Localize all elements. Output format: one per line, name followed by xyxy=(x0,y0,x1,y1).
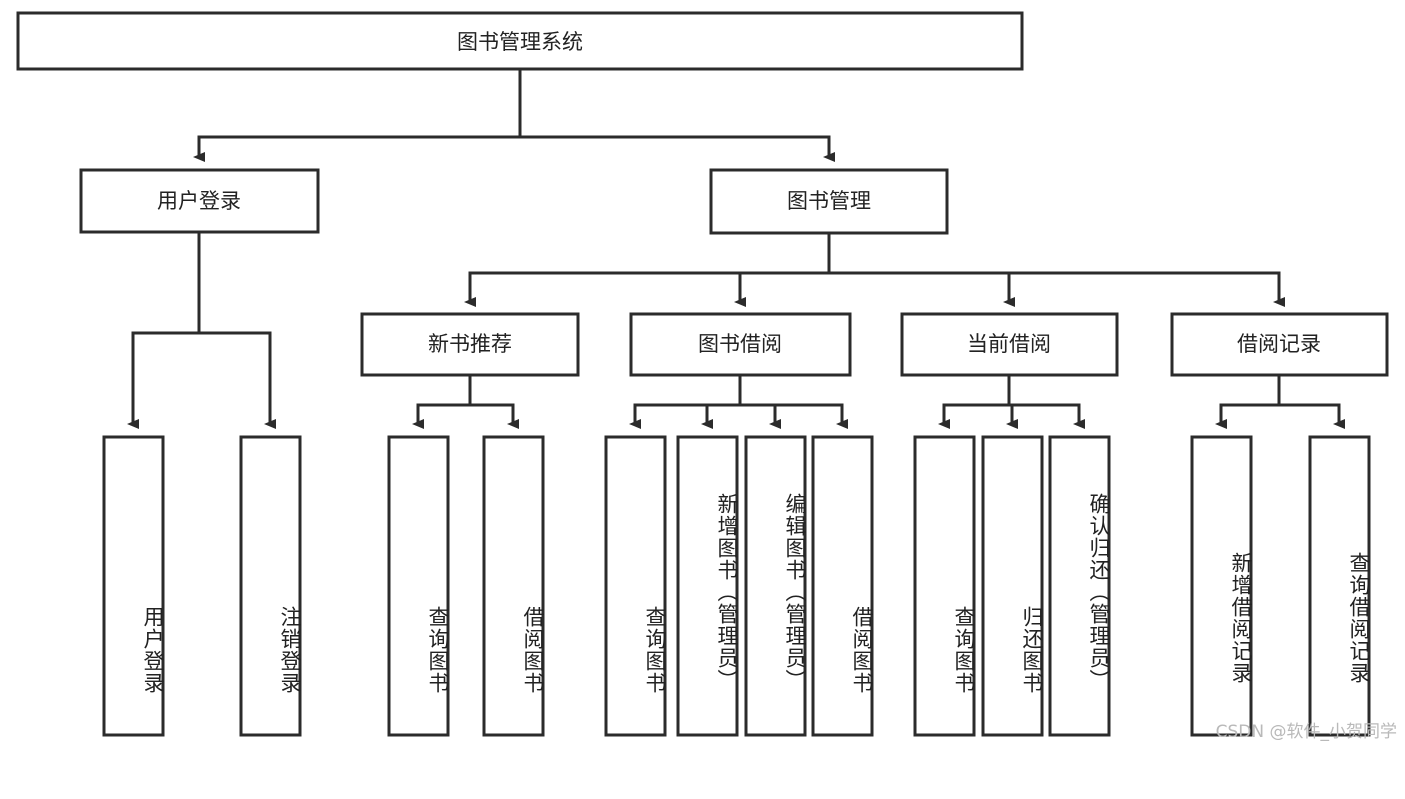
node-leaf-return-book-box[interactable] xyxy=(981,435,1044,737)
node-leaf-logout-box[interactable] xyxy=(239,435,302,737)
node-root[interactable]: 图书管理系统 xyxy=(16,11,1024,71)
node-current-borrow-label: 当前借阅 xyxy=(967,332,1051,356)
node-leaf-edit-book-box[interactable] xyxy=(744,435,807,737)
node-leaf-borrow-book-1-box[interactable] xyxy=(482,435,545,737)
node-current-borrow[interactable]: 当前借阅 xyxy=(900,312,1119,377)
node-new-book-rec[interactable]: 新书推荐 xyxy=(360,312,580,377)
node-book-manage[interactable]: 图书管理 xyxy=(709,168,949,235)
flowchart-diagram: 图书管理系统 用户登录 图书管理 新书推荐 图书借阅 当前借阅 借阅记录 xyxy=(16,11,1397,742)
node-book-borrow[interactable]: 图书借阅 xyxy=(629,312,852,377)
node-leaf-query-book-1-box[interactable] xyxy=(387,435,450,737)
node-leaf-add-book-box[interactable] xyxy=(676,435,739,737)
node-leaf-confirm-return-box[interactable] xyxy=(1048,435,1111,737)
node-root-label: 图书管理系统 xyxy=(457,30,583,54)
node-borrow-record-label: 借阅记录 xyxy=(1237,332,1321,356)
node-leaf-query-book-2-box[interactable] xyxy=(604,435,667,737)
node-user-login[interactable]: 用户登录 xyxy=(79,168,320,234)
node-leaf-add-record-box[interactable] xyxy=(1190,435,1253,737)
node-leaf-borrow-book-2-box[interactable] xyxy=(811,435,874,737)
node-user-login-box xyxy=(79,168,320,234)
node-borrow-record[interactable]: 借阅记录 xyxy=(1170,312,1389,377)
node-root-box xyxy=(16,11,1024,71)
node-new-book-rec-label: 新书推荐 xyxy=(428,332,512,356)
flowchart-canvas: 图书管理系统 用户登录 图书管理 新书推荐 图书借阅 当前借阅 借阅记录 xyxy=(16,11,1389,737)
leaf-node-group xyxy=(102,435,1371,737)
node-book-manage-box xyxy=(709,168,949,235)
node-new-book-rec-box xyxy=(360,312,580,377)
node-book-borrow-box xyxy=(629,312,852,377)
node-book-borrow-label: 图书借阅 xyxy=(698,332,782,356)
node-leaf-query-record-box[interactable] xyxy=(1308,435,1371,737)
node-current-borrow-box xyxy=(900,312,1119,377)
csdn-watermark: CSDN @软件_小贺同学 xyxy=(1215,722,1397,742)
connector-group xyxy=(127,67,1345,429)
node-leaf-user-login-box[interactable] xyxy=(102,435,165,737)
node-user-login-label: 用户登录 xyxy=(157,189,241,213)
node-leaf-query-book-3-box[interactable] xyxy=(913,435,976,737)
node-book-manage-label: 图书管理 xyxy=(787,189,871,213)
node-borrow-record-box xyxy=(1170,312,1389,377)
